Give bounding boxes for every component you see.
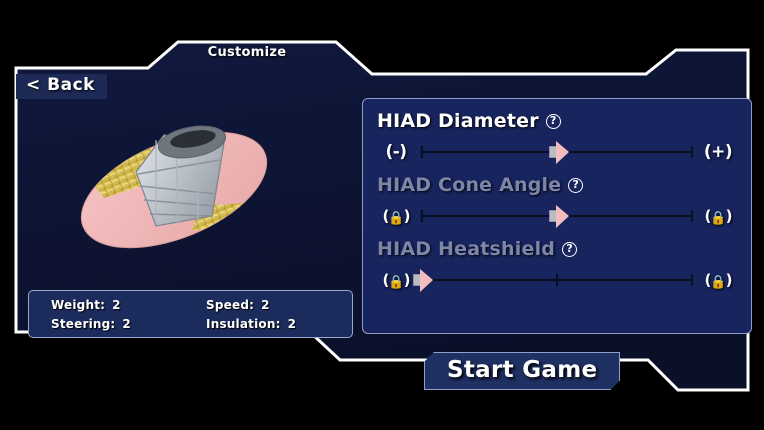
slider-row: (🔒) (🔒) xyxy=(373,199,741,233)
slider-center-tick xyxy=(556,274,558,286)
stat-label: Steering: xyxy=(51,316,116,331)
track-cap-right xyxy=(691,274,693,286)
back-button[interactable]: < Back xyxy=(16,74,107,99)
slider-handle[interactable] xyxy=(549,141,571,164)
padlock-icon: 🔒 xyxy=(388,274,404,290)
slider-handle-arrow xyxy=(556,141,569,164)
option-title: HIAD Heatshield ? xyxy=(373,235,741,263)
stat-value: 2 xyxy=(261,297,270,312)
option-hiad-cone-angle: HIAD Cone Angle ? (🔒) (🔒) xyxy=(373,171,741,233)
stat-label: Insulation: xyxy=(206,316,281,331)
options-panel: HIAD Diameter ? (-) (+) H xyxy=(362,98,752,334)
padlock-icon: 🔒 xyxy=(710,210,726,226)
slider-row: (🔒) (🔒) xyxy=(373,263,741,297)
stat-weight: Weight: 2 xyxy=(29,298,188,312)
help-icon[interactable]: ? xyxy=(562,241,578,257)
stat-insulation: Insulation: 2 xyxy=(188,317,352,331)
stat-label: Speed: xyxy=(206,297,255,312)
padlock-icon: 🔒 xyxy=(710,274,726,290)
help-icon[interactable]: ? xyxy=(545,113,561,129)
option-hiad-heatshield: HIAD Heatshield ? (🔒) (🔒) xyxy=(373,235,741,297)
slider-handle-arrow xyxy=(420,269,433,292)
option-title: HIAD Diameter ? xyxy=(373,107,741,135)
lock-icon-right: (🔒) xyxy=(704,270,733,290)
track-cap-right xyxy=(691,146,693,158)
option-title-text: HIAD Heatshield xyxy=(377,238,556,260)
slider-handle xyxy=(549,205,571,228)
lock-icon-left: (🔒) xyxy=(382,270,411,290)
stat-label: Weight: xyxy=(51,297,106,312)
hiad-spacecraft-preview xyxy=(80,125,268,249)
slider-track xyxy=(421,199,693,233)
help-icon[interactable]: ? xyxy=(568,177,584,193)
start-game-button[interactable]: Start Game xyxy=(424,352,620,390)
option-title: HIAD Cone Angle ? xyxy=(373,171,741,199)
stat-value: 2 xyxy=(122,316,131,331)
stats-row: Weight: 2 Speed: 2 xyxy=(29,295,352,314)
slider-track xyxy=(413,263,693,297)
lock-icon-left: (🔒) xyxy=(382,206,411,226)
option-title-text: HIAD Cone Angle xyxy=(377,174,562,196)
decrease-button[interactable]: (-) xyxy=(385,142,407,162)
stats-row: Steering: 2 Insulation: 2 xyxy=(29,314,352,333)
stats-box: Weight: 2 Speed: 2 Steering: 2 Insulatio… xyxy=(28,290,353,338)
padlock-icon: 🔒 xyxy=(388,210,404,226)
slider-handle-arrow xyxy=(556,205,569,228)
inflatable-stack xyxy=(135,125,227,227)
slider-track[interactable] xyxy=(421,135,693,169)
stat-speed: Speed: 2 xyxy=(188,298,352,312)
increase-button[interactable]: (+) xyxy=(703,142,733,162)
stat-steering: Steering: 2 xyxy=(29,317,188,331)
stat-value: 2 xyxy=(112,297,121,312)
track-cap-left xyxy=(421,210,423,222)
slider-handle xyxy=(413,269,435,292)
option-hiad-diameter: HIAD Diameter ? (-) (+) xyxy=(373,107,741,169)
lock-icon-right: (🔒) xyxy=(704,206,733,226)
stat-value: 2 xyxy=(287,316,297,331)
slider-row: (-) (+) xyxy=(373,135,741,169)
page-title: Customize xyxy=(207,45,287,60)
option-title-text: HIAD Diameter xyxy=(377,110,539,132)
track-cap-right xyxy=(691,210,693,222)
track-cap-left xyxy=(421,146,423,158)
